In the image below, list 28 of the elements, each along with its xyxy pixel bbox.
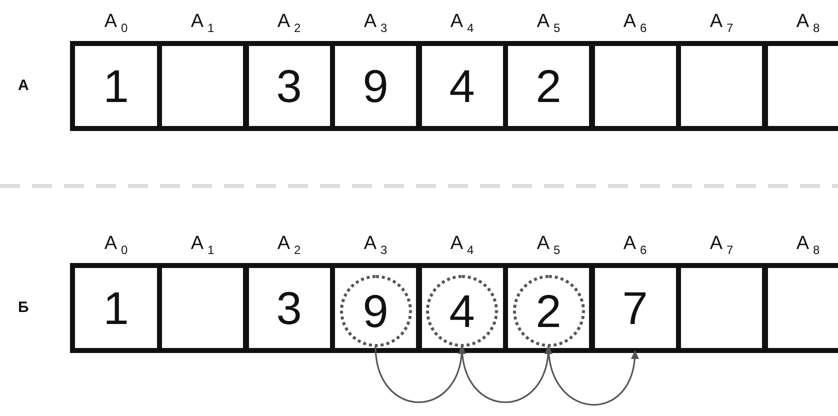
index-label: A$_{7}$ <box>708 233 734 257</box>
curved-arrow <box>374 345 466 403</box>
dotted-circle: 9 <box>340 275 412 347</box>
index-label: A$_{6}$ <box>622 11 648 35</box>
array-cell <box>762 263 838 353</box>
index-label: A$_{3}$ <box>362 11 388 35</box>
index-label: A$_{3}$ <box>362 233 388 257</box>
row-label: А <box>18 77 29 94</box>
index-label: A$_{2}$ <box>276 11 302 35</box>
row-label: Б <box>18 299 29 316</box>
index-label: A$_{8}$ <box>795 233 821 257</box>
index-label: A$_{6}$ <box>622 233 648 257</box>
curved-arrow <box>461 345 552 403</box>
dotted-circle: 2 <box>512 275 584 347</box>
index-label: A$_{5}$ <box>536 233 562 257</box>
index-label: A$_{8}$ <box>795 11 821 35</box>
dotted-circle: 4 <box>426 275 498 347</box>
index-label: A$_{0}$ <box>103 11 129 35</box>
curved-arrow <box>548 346 638 406</box>
array-cell <box>762 41 838 131</box>
index-label: A$_{4}$ <box>449 11 475 35</box>
index-label: A$_{1}$ <box>190 233 216 257</box>
index-label: A$_{1}$ <box>190 11 216 35</box>
index-label: A$_{7}$ <box>708 11 734 35</box>
index-label: A$_{5}$ <box>536 11 562 35</box>
index-label: A$_{4}$ <box>449 233 475 257</box>
index-label: A$_{2}$ <box>276 233 302 257</box>
index-label: A$_{0}$ <box>103 233 129 257</box>
